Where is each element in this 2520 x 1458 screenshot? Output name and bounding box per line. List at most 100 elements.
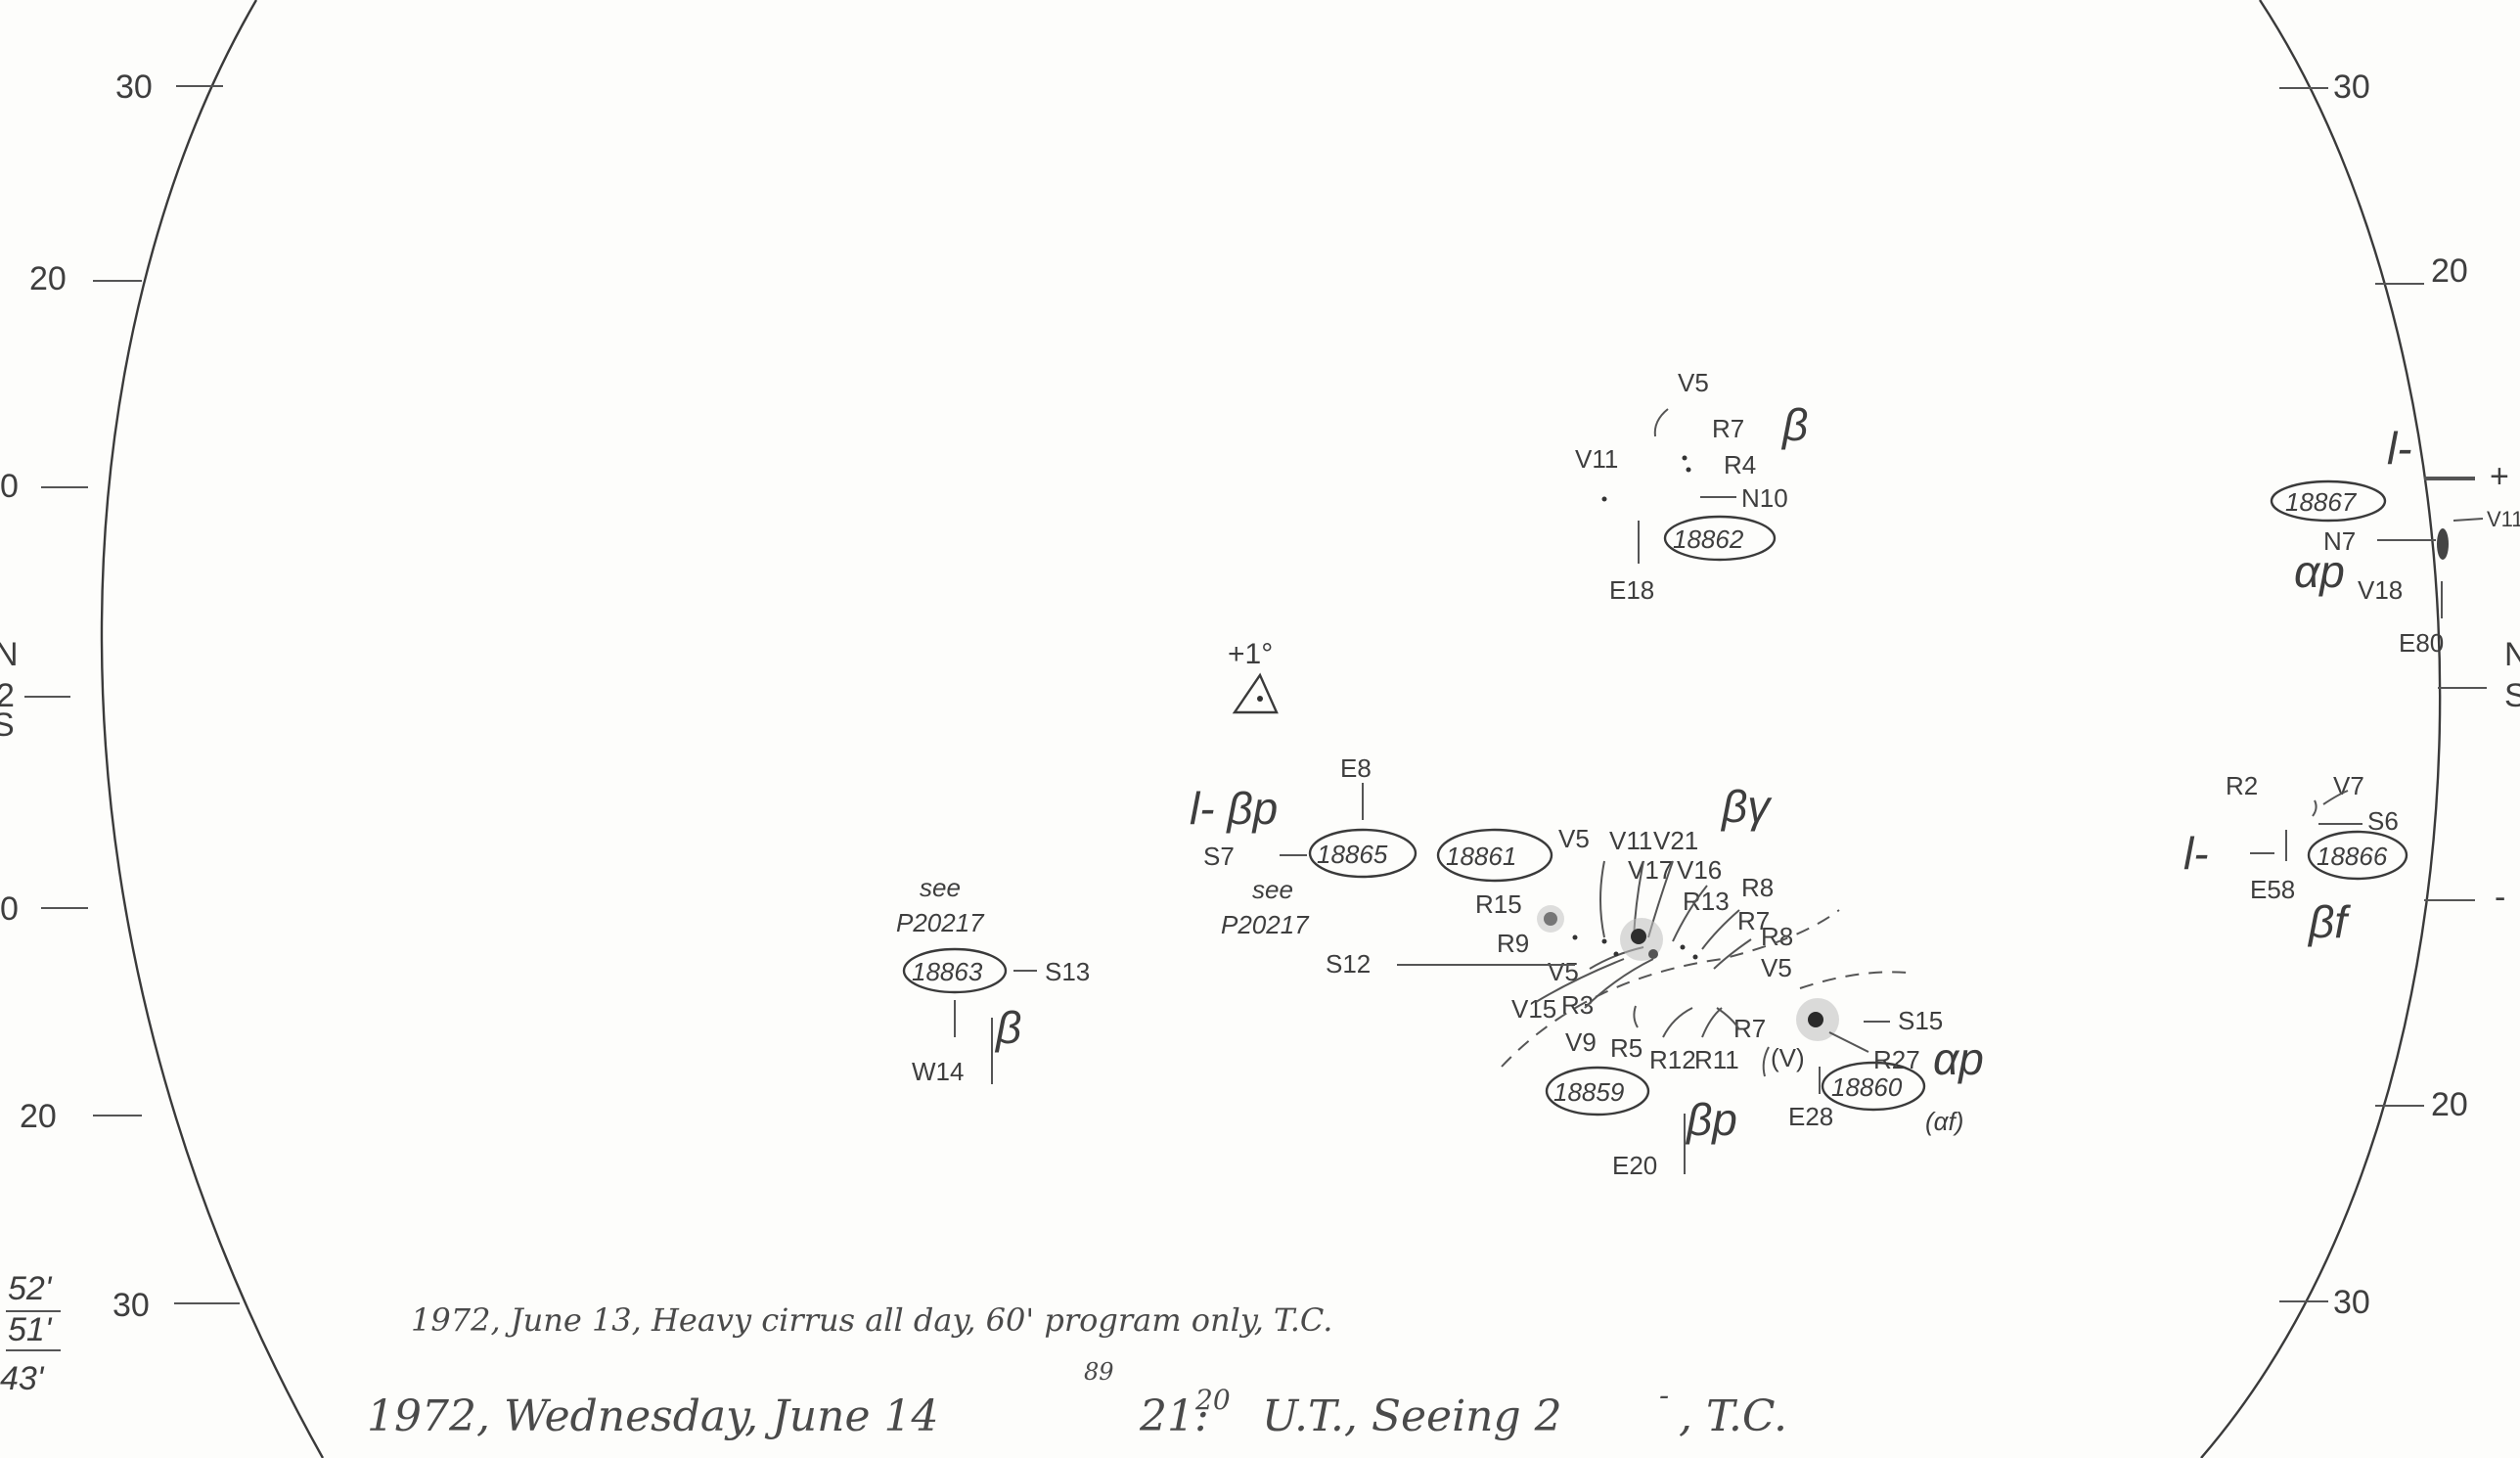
spot-label: V18	[2358, 575, 2403, 605]
left-latitude-scale: 30 20 0 0 20 30 N 2 S	[0, 68, 240, 1324]
spot-label: R15	[1475, 889, 1522, 919]
note-june-14-time: 21:	[1139, 1391, 1209, 1441]
spot-label: V5	[1761, 953, 1792, 982]
region-class-note: (αf)	[1925, 1107, 1963, 1136]
time-43: 43'	[0, 1360, 45, 1397]
region-18861: 18861 βγ V5 V11 V21 V17 V16 R15 R9 R13 R…	[1326, 781, 1840, 1068]
region-class: βp	[1685, 1094, 1737, 1145]
spot-label: E8	[1340, 753, 1372, 783]
region-18862: 18862 β V5 V11 R7 R4 N10 E18	[1575, 368, 1808, 605]
region-number: 18861	[1446, 842, 1516, 871]
right-edge-mark-plus: +	[2490, 458, 2509, 495]
right-tick-30-south: 30	[2333, 1284, 2370, 1321]
left-tick-0-north: 0	[0, 468, 19, 505]
region-class: βf	[2307, 896, 2351, 947]
spot-label: S12	[1326, 949, 1371, 979]
region-class: αp	[2294, 546, 2345, 597]
solar-limb-left	[100, 0, 325, 1458]
region-number: 18863	[912, 957, 983, 986]
spot-label: E80	[2399, 628, 2444, 658]
spot-label: V9	[1565, 1027, 1597, 1057]
right-tick-30-north: 30	[2333, 68, 2370, 106]
spot-label: V15	[1511, 994, 1556, 1024]
right-edge-mark-minus: -	[2495, 879, 2505, 916]
see-note: see	[920, 873, 961, 902]
region-class: β	[1780, 399, 1808, 450]
region-class: l- βp	[1190, 783, 1278, 834]
region-18860: 18860 αp (αf) S15 (V) R27 E28	[1762, 971, 1984, 1136]
spot-label: V11	[2487, 507, 2520, 531]
spot-label: R27	[1873, 1045, 1920, 1074]
spot-label: V16	[1677, 855, 1722, 885]
region-18867: 18867 αp l- N7 V11 V18 E80	[2270, 423, 2520, 658]
spot-label: E18	[1609, 575, 1654, 605]
left-time-notes: 52' 51' 43'	[0, 1270, 61, 1397]
right-tick-20-south: 20	[2431, 1086, 2468, 1123]
note-june-14-observer: , T.C.	[1679, 1391, 1787, 1441]
region-number: 18866	[2317, 842, 2388, 871]
region-class: βγ	[1720, 781, 1773, 832]
region-number: 18865	[1317, 840, 1388, 869]
right-latitude-scale: 30 20 20 30 + N S -	[2279, 68, 2520, 1321]
region-18859: 18859 βp V9 R5 R12 R11 R7 E20	[1545, 1005, 1766, 1180]
right-edge-mark-n: N	[2504, 636, 2520, 673]
plate-reference: P20217	[1221, 910, 1310, 939]
spot-label: N10	[1741, 483, 1788, 513]
disk-center-marker: +1°	[1228, 638, 1279, 714]
region-number: 18862	[1673, 524, 1744, 554]
spot-label: R5	[1610, 1033, 1642, 1063]
time-52: 52'	[8, 1270, 53, 1307]
see-note: see	[1252, 875, 1293, 904]
spot-label: S7	[1203, 842, 1235, 871]
left-edge-mark-2: 2	[0, 677, 15, 714]
left-edge-mark-n: N	[0, 636, 19, 673]
spot-label: V11	[1575, 444, 1618, 474]
region-class: αp	[1933, 1033, 1984, 1084]
note-june-14-seeing-sup: -	[1659, 1379, 1669, 1413]
note-june-14-minutes: 20	[1194, 1384, 1231, 1416]
spot-label: R8	[1761, 922, 1793, 951]
spot-label: R4	[1724, 450, 1756, 479]
spot-label: N7	[2323, 526, 2356, 556]
left-tick-20-north: 20	[29, 260, 67, 297]
spot-label: R11	[1694, 1045, 1739, 1074]
left-tick-20-south: 20	[20, 1098, 57, 1135]
region-number: 18860	[1831, 1072, 1903, 1102]
left-edge-mark-s: S	[0, 706, 15, 744]
spot-label: E28	[1788, 1102, 1833, 1131]
spot-label: (V)	[1771, 1043, 1805, 1072]
spot-label: S13	[1045, 957, 1090, 986]
region-number: 18859	[1553, 1077, 1624, 1107]
plate-reference: P20217	[896, 908, 985, 937]
spot-label: R13	[1683, 887, 1730, 916]
region-prefix: l-	[2183, 828, 2209, 879]
spot-label: V11	[1609, 826, 1652, 855]
spot-label: W14	[912, 1057, 964, 1086]
spot-label: R12	[1649, 1045, 1696, 1074]
time-51: 51'	[8, 1311, 53, 1348]
region-18866: 18866 βf l- R2 V7 S6 E58	[2183, 771, 2408, 947]
left-tick-0-south: 0	[0, 890, 19, 928]
spot-label: S6	[2367, 806, 2399, 836]
spot-label: V21	[1653, 826, 1698, 855]
note-june-14-seeing: U.T., Seeing 2	[1262, 1391, 1562, 1441]
region-class: β	[994, 1002, 1021, 1053]
spot-label: R2	[2226, 771, 2258, 800]
region-number: 18867	[2285, 487, 2358, 517]
region-18863: 18863 β see P20217 S13 W14	[896, 873, 1090, 1086]
left-tick-30-south: 30	[112, 1287, 150, 1324]
observation-notes: 1972, June 13, Heavy cirrus all day, 60'…	[367, 1301, 1787, 1441]
note-june-13: 1972, June 13, Heavy cirrus all day, 60'…	[411, 1301, 1332, 1339]
note-june-14-date: 1972, Wednesday, June 14	[367, 1391, 938, 1441]
center-offset-label: +1°	[1228, 638, 1273, 670]
spot-label: E20	[1612, 1151, 1657, 1180]
region-prefix: l-	[2387, 423, 2412, 474]
left-tick-30-north: 30	[115, 68, 153, 106]
right-edge-mark-s: S	[2504, 677, 2520, 714]
spot-label: R7	[1737, 906, 1770, 935]
spot-label: R9	[1497, 929, 1529, 958]
spot-label: V5	[1678, 368, 1709, 397]
region-18865: 18865 l- βp E8 S7 see P20217	[1190, 753, 1418, 939]
spot-label: V5	[1558, 824, 1590, 853]
